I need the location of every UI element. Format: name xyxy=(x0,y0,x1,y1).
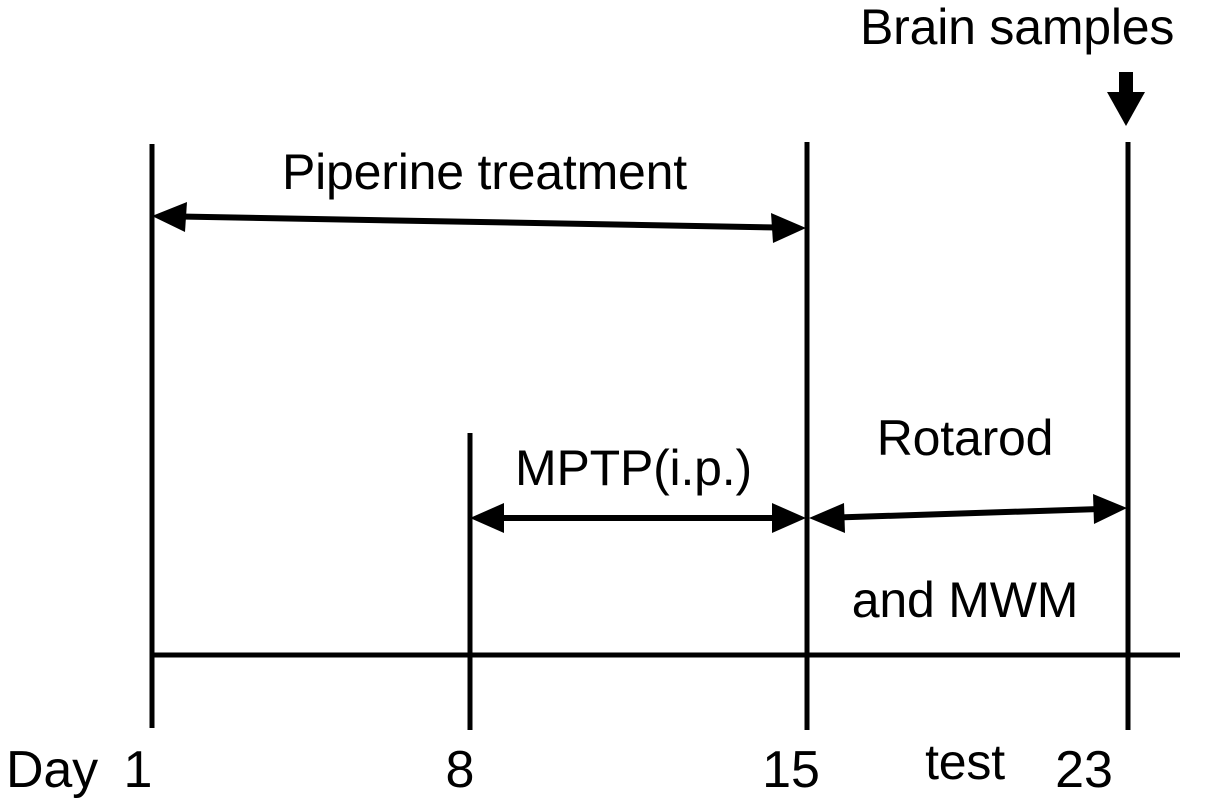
piperine-treatment-arrow-icon xyxy=(152,202,806,243)
axis-label-day: Day xyxy=(6,741,98,799)
brain-samples-label: Brain samples xyxy=(860,0,1175,55)
brain-samples-down-arrow-icon xyxy=(1107,72,1145,126)
axis-tick-label-23: 23 xyxy=(1055,741,1113,799)
piperine-treatment-label: Piperine treatment xyxy=(282,144,687,200)
behaviour-tests-label-line-1: Rotarod xyxy=(876,410,1054,466)
mptp-injection-arrow-icon xyxy=(470,503,806,533)
behaviour-tests-label: Rotarod and MWM test xyxy=(820,313,1110,811)
axis-tick-label-15: 15 xyxy=(762,741,820,799)
behaviour-tests-label-line-3: test xyxy=(925,734,1005,790)
behaviour-tests-arrow-icon xyxy=(809,494,1127,533)
axis-tick-label-8: 8 xyxy=(445,741,475,799)
axis-tick-label-1: 1 xyxy=(123,741,153,799)
mptp-injection-label: MPTP(i.p.) xyxy=(515,440,752,496)
behaviour-tests-label-line-2: and MWM xyxy=(851,572,1079,628)
